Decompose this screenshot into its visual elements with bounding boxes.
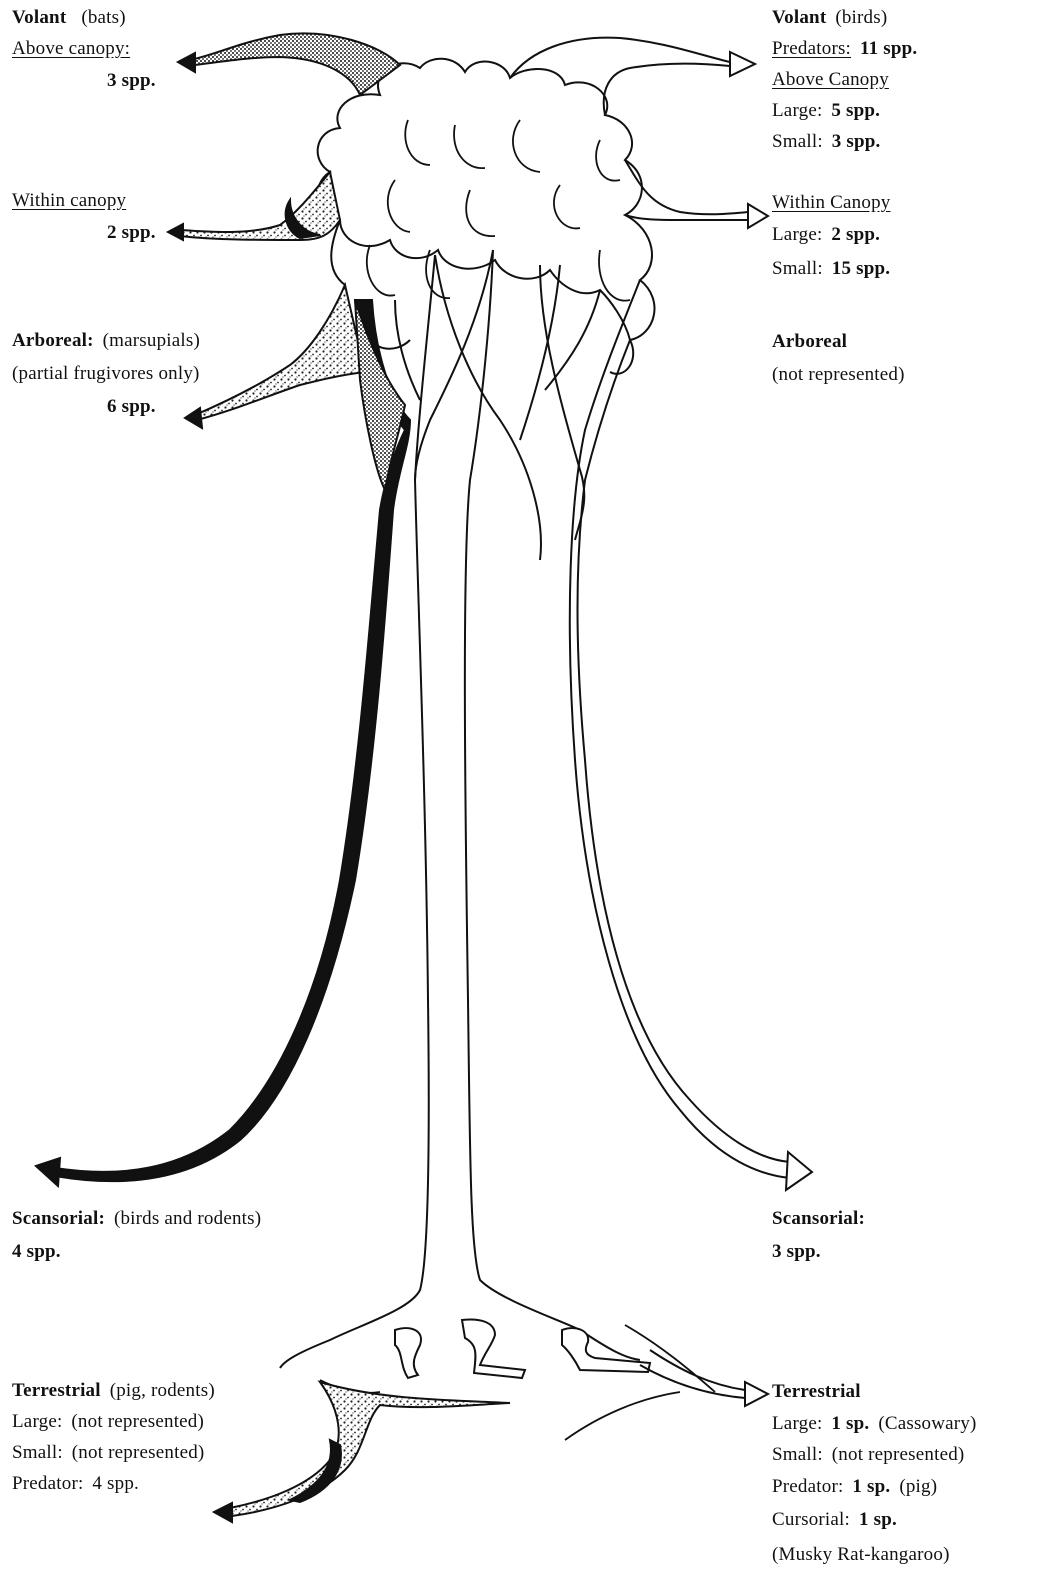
left-terrestrial-small-label: Small: — [12, 1442, 63, 1463]
left-within-canopy-count: 2 spp. — [107, 222, 156, 244]
ground-lines — [320, 1325, 715, 1440]
right-volant-heading: Volant (birds) — [772, 7, 887, 29]
right-arboreal-value: (not represented) — [772, 364, 905, 386]
right-predators-count: 11 spp. — [860, 38, 917, 59]
left-terrestrial-group: (pig, rodents) — [110, 1380, 215, 1401]
right-within-large-count: 2 spp. — [831, 224, 880, 245]
right-cursorial-label: Cursorial: — [772, 1509, 850, 1530]
right-terrestrial-predator: Predator: 1 sp. (pig) — [772, 1476, 937, 1498]
right-small-label: Small: — [772, 1444, 823, 1465]
right-within-small: Small: 15 spp. — [772, 258, 890, 280]
right-cursorial-count: 1 sp. — [859, 1509, 897, 1530]
left-terrestrial-large-value: (not represented) — [71, 1411, 204, 1432]
right-above-large-label: Large: — [772, 100, 822, 121]
right-within-small-count: 15 spp. — [832, 258, 890, 279]
left-terrestrial-small-value: (not represented) — [72, 1442, 205, 1463]
right-terrestrial-small: Small: (not represented) — [772, 1444, 964, 1466]
right-above-large-count: 5 spp. — [831, 100, 880, 121]
left-arboreal-note: (partial frugivores only) — [12, 363, 200, 385]
left-terrestrial-small: Small: (not represented) — [12, 1442, 204, 1464]
right-large-count: 1 sp. — [831, 1413, 869, 1434]
left-within-canopy-label: Within canopy — [12, 190, 126, 212]
left-arrows — [36, 33, 510, 1522]
left-arboreal-count: 6 spp. — [107, 396, 156, 418]
tree-trunk — [280, 250, 640, 1368]
left-scansorial-group: (birds and rodents) — [114, 1208, 261, 1229]
right-scansorial-count: 3 spp. — [772, 1241, 821, 1263]
right-small-value: (not represented) — [832, 1444, 965, 1465]
left-above-canopy-count: 3 spp. — [107, 70, 156, 92]
right-above-small-label: Small: — [772, 131, 823, 152]
right-within-canopy-label: Within Canopy — [772, 192, 890, 214]
left-scansorial-heading: Scansorial: (birds and rodents) — [12, 1208, 261, 1230]
left-volant-heading: Volant (bats) — [12, 7, 126, 29]
right-cursorial-note: (Musky Rat-kangaroo) — [772, 1544, 950, 1566]
right-predators: Predators: 11 spp. — [772, 38, 917, 60]
right-above-large: Large: 5 spp. — [772, 100, 880, 122]
left-arboreal-heading: Arboreal: (marsupials) — [12, 330, 200, 352]
right-terrestrial-title: Terrestrial — [772, 1381, 861, 1403]
left-arboreal-title: Arboreal: — [12, 330, 94, 351]
right-predator-note: (pig) — [899, 1476, 937, 1497]
right-volant-title: Volant — [772, 7, 826, 28]
left-volant-group: (bats) — [81, 7, 125, 28]
right-above-small-count: 3 spp. — [832, 131, 881, 152]
right-cursorial: Cursorial: 1 sp. — [772, 1509, 897, 1531]
left-above-canopy-label: Above canopy: — [12, 38, 130, 60]
left-arboreal-group: (marsupials) — [103, 330, 200, 351]
left-terrestrial-predator-count: 4 spp. — [92, 1473, 139, 1494]
right-large-note: (Cassowary) — [878, 1413, 976, 1434]
right-above-small: Small: 3 spp. — [772, 131, 881, 153]
right-scansorial-title: Scansorial: — [772, 1208, 865, 1230]
right-above-canopy-label: Above Canopy — [772, 69, 889, 91]
right-predators-label: Predators: — [772, 38, 851, 59]
right-arboreal-title: Arboreal — [772, 331, 847, 353]
right-terrestrial-large: Large: 1 sp. (Cassowary) — [772, 1413, 977, 1435]
left-scansorial-count: 4 spp. — [12, 1241, 61, 1263]
left-terrestrial-predator: Predator: 4 spp. — [12, 1473, 139, 1495]
left-terrestrial-large-label: Large: — [12, 1411, 62, 1432]
left-terrestrial-title: Terrestrial — [12, 1380, 101, 1401]
right-predator-count: 1 sp. — [852, 1476, 890, 1497]
left-volant-title: Volant — [12, 7, 66, 28]
left-scansorial-title: Scansorial: — [12, 1208, 105, 1229]
right-volant-group: (birds) — [835, 7, 887, 28]
right-within-large-label: Large: — [772, 224, 822, 245]
left-terrestrial-predator-label: Predator: — [12, 1473, 83, 1494]
right-within-large: Large: 2 spp. — [772, 224, 880, 246]
left-terrestrial-heading: Terrestrial (pig, rodents) — [12, 1380, 215, 1402]
right-large-label: Large: — [772, 1413, 822, 1434]
left-terrestrial-large: Large: (not represented) — [12, 1411, 204, 1433]
right-predator-label: Predator: — [772, 1476, 843, 1497]
right-within-small-label: Small: — [772, 258, 823, 279]
